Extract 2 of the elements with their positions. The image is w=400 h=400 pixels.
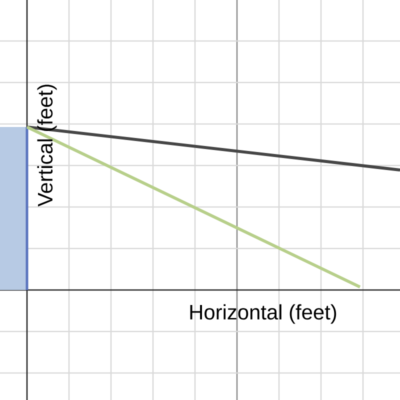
axis-label: Vertical (feet) <box>37 84 57 207</box>
axis-label: Horizontal (feet) <box>190 304 336 324</box>
